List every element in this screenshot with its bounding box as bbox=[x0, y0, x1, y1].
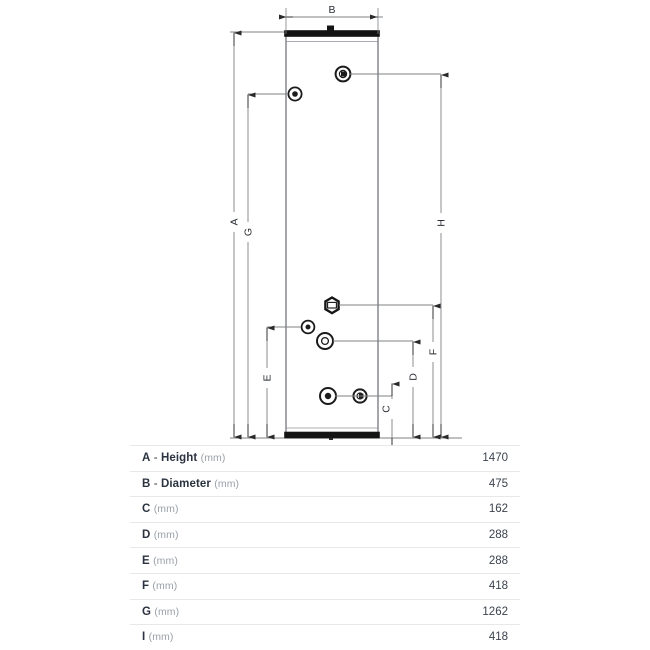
port-upper-right bbox=[334, 65, 352, 83]
dimension-H: H bbox=[435, 72, 449, 440]
spec-label: C (mm) bbox=[142, 503, 179, 515]
table-row: A - Height (mm) 1470 bbox=[130, 445, 520, 471]
dimension-label-B: B bbox=[328, 4, 335, 16]
spec-key: E bbox=[142, 554, 150, 567]
port-mid-left bbox=[300, 319, 316, 335]
spec-unit: (mm) bbox=[214, 477, 240, 490]
spec-unit: (mm) bbox=[152, 580, 178, 593]
spec-key: G bbox=[142, 605, 152, 618]
dimension-F: F bbox=[427, 303, 441, 440]
spec-key: I bbox=[142, 631, 146, 644]
spec-label: F (mm) bbox=[142, 580, 177, 592]
table-row: C (mm) 162 bbox=[130, 496, 520, 522]
cylinder-body bbox=[284, 25, 380, 440]
spec-label: D (mm) bbox=[142, 529, 179, 541]
dimension-label-C: C bbox=[380, 405, 392, 413]
spec-label: E (mm) bbox=[142, 555, 178, 567]
dimension-G: G bbox=[242, 92, 256, 440]
spec-value: 475 bbox=[488, 477, 508, 490]
spec-unit: (mm) bbox=[153, 503, 179, 516]
spec-key: D bbox=[142, 529, 151, 542]
spec-value: 418 bbox=[488, 580, 508, 593]
hex-fitting bbox=[324, 296, 340, 315]
dimension-B: B bbox=[278, 3, 383, 34]
spec-label: I (mm) bbox=[142, 631, 173, 643]
spec-value: 288 bbox=[488, 529, 508, 542]
spec-unit: (mm) bbox=[148, 631, 174, 644]
table-row: F (mm) 418 bbox=[130, 572, 520, 599]
specification-table: A - Height (mm) 1470 B - Diameter (mm) 4… bbox=[130, 445, 520, 650]
dimension-label-D: D bbox=[407, 373, 419, 381]
spec-value: 1470 bbox=[482, 452, 508, 465]
spec-name: Height bbox=[160, 452, 198, 465]
spec-key: B bbox=[142, 477, 151, 490]
spec-name: Diameter bbox=[160, 477, 211, 490]
dimension-A: A bbox=[228, 30, 242, 440]
table-row: B - Diameter (mm) 475 bbox=[130, 470, 520, 497]
spec-label: B - Diameter (mm) bbox=[142, 477, 240, 490]
spec-value: 1262 bbox=[482, 605, 508, 618]
table-row: G (mm) 1262 bbox=[130, 598, 520, 625]
dimension-label-G: G bbox=[242, 228, 254, 236]
table-row: E (mm) 288 bbox=[130, 547, 520, 573]
spec-label: G (mm) bbox=[142, 606, 179, 618]
spec-label: A - Height (mm) bbox=[142, 452, 226, 465]
spec-unit: (mm) bbox=[153, 554, 178, 567]
table-row: I (mm) 418 bbox=[130, 624, 520, 650]
dimension-label-A: A bbox=[228, 218, 240, 225]
spec-unit: (mm) bbox=[154, 605, 180, 618]
dimension-D: D bbox=[407, 339, 421, 440]
spec-key: A bbox=[142, 452, 151, 465]
spec-unit: (mm) bbox=[200, 452, 226, 465]
table-row: D (mm) 288 bbox=[130, 521, 520, 548]
port-lower-left bbox=[319, 387, 337, 405]
spec-unit: (mm) bbox=[153, 529, 179, 542]
spec-key: C bbox=[142, 503, 151, 516]
dimension-label-F: F bbox=[427, 349, 439, 355]
dimension-label-H: H bbox=[435, 219, 447, 227]
spec-value: 288 bbox=[488, 554, 508, 567]
port-mid-center bbox=[316, 332, 334, 350]
port-upper-left bbox=[287, 86, 303, 102]
dimension-label-E: E bbox=[261, 374, 273, 381]
dimension-C: C bbox=[380, 381, 400, 445]
technical-drawing: B A G E H F bbox=[228, 3, 462, 445]
spec-key: F bbox=[142, 580, 150, 593]
dimension-E: E bbox=[261, 325, 275, 440]
spec-value: 418 bbox=[488, 631, 508, 644]
spec-value: 162 bbox=[488, 503, 508, 516]
